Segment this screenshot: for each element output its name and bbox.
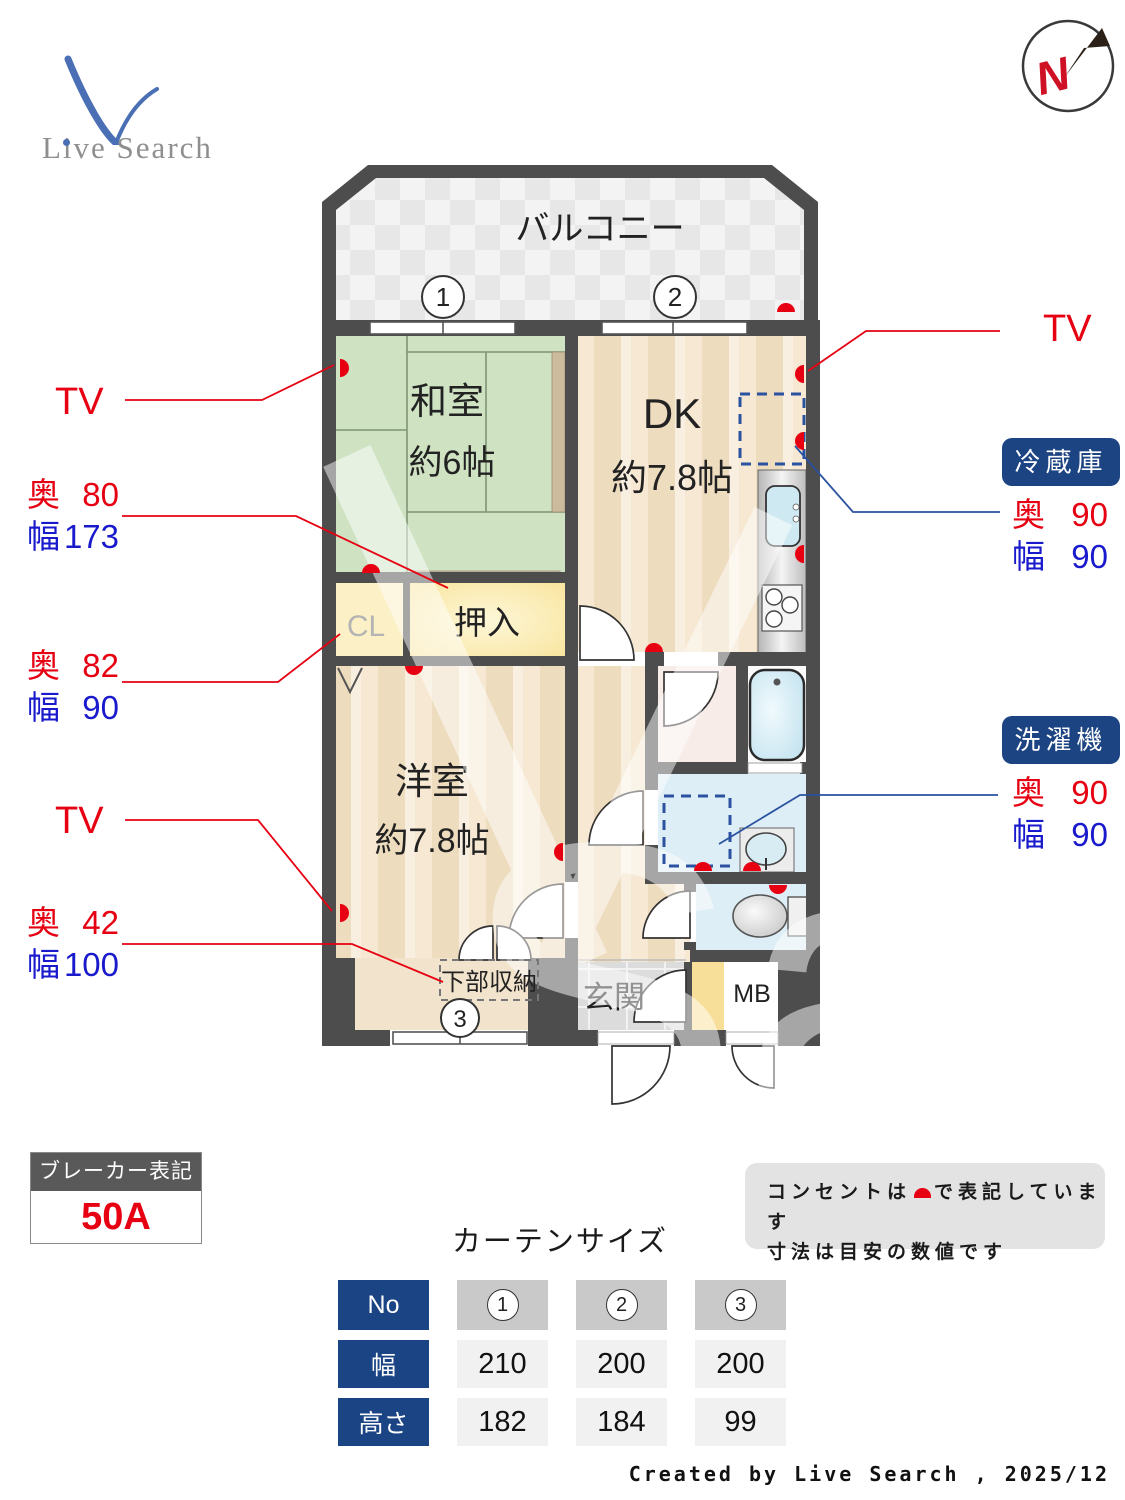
kitchen-counter [757, 469, 807, 661]
curtain-markers: 1 2 3 [421, 275, 697, 1038]
washitsu-label: 和室 [410, 381, 484, 422]
thresholds [578, 762, 803, 1045]
haba-value: 90 [1071, 816, 1108, 853]
svg-text:a: a [740, 756, 976, 1225]
haba-value: 100 [63, 946, 119, 983]
oshiire-label: 押入 [454, 604, 520, 641]
outlet-note-box: コンセントはで表記しています 寸法は目安の数値です [745, 1163, 1105, 1263]
oku-label: 奥 [27, 904, 60, 941]
breaker-title: ブレーカー表記 [31, 1153, 201, 1191]
oku-label: 奥 [1012, 774, 1045, 811]
marker-2: 2 [668, 282, 682, 312]
curtain-height-1: 182 [457, 1398, 548, 1446]
tv-annotation-washitsu: TV [55, 381, 104, 423]
haba-label: 幅 [27, 946, 60, 983]
balcony-label: バルコニー [515, 210, 684, 248]
svg-text:e: e [0, 696, 219, 1165]
haba-label: 幅 [1012, 538, 1045, 575]
oku-label: 奥 [27, 476, 60, 513]
live-search-logo-text: Live Search [42, 130, 213, 165]
haba-value: 90 [1071, 538, 1108, 575]
outlet-markers [340, 303, 804, 922]
curtain-height-3: 99 [695, 1398, 786, 1446]
haba-label: 幅 [27, 518, 60, 555]
yoshitsu-size-label: 約7.8帖 [374, 822, 489, 860]
note-line-1: コンセントはで表記しています [767, 1182, 1102, 1233]
callout-lines [122, 330, 1000, 983]
curtain-col-3: 3 [695, 1280, 786, 1330]
cl-open-mark [337, 667, 363, 695]
oku-label: 奥 [27, 647, 60, 684]
mb-label: MB [733, 980, 771, 1008]
lower-storage-label: 下部収納 [441, 969, 537, 996]
oku-value: 42 [82, 904, 119, 941]
genkan-label: 玄関 [583, 980, 645, 1015]
curtain-width-2: 200 [576, 1340, 667, 1388]
marker-3: 3 [453, 1006, 466, 1033]
washer-dimensions: 奥 90 幅 90 [1012, 772, 1108, 856]
credit-line: Created by Live Search , 2025/12 [628, 1462, 1110, 1486]
washer-badge: 洗濯機 [1002, 716, 1120, 764]
dimension-cl: 奥 82 幅 90 [27, 645, 119, 729]
oku-value: 80 [82, 476, 119, 513]
haba-label: 幅 [1012, 816, 1045, 853]
bathtub [748, 668, 806, 762]
logo-i-dot [63, 139, 70, 146]
circled-number-3: 3 [724, 1289, 757, 1321]
curtain-height-2: 184 [576, 1398, 667, 1446]
curtain-size-table: No 1 2 3 幅 210 200 200 高さ 182 184 99 [338, 1280, 786, 1446]
yoshitsu-label: 洋室 [395, 761, 469, 802]
curtain-header-height: 高さ [338, 1398, 429, 1446]
circled-number-1: 1 [486, 1289, 519, 1321]
watermark: e S a [0, 444, 976, 1225]
curtain-col-2: 2 [576, 1280, 667, 1330]
curtain-header-no: No [338, 1280, 429, 1330]
haba-label: 幅 [27, 689, 60, 726]
note-line-2: 寸法は目安の数値です [767, 1242, 1008, 1263]
curtain-width-3: 200 [695, 1340, 786, 1388]
washitsu-fusuma-side [551, 351, 566, 513]
fridge-badge: 冷蔵庫 [1002, 438, 1120, 486]
cl-label: CL [347, 610, 385, 643]
breaker-value: 50A [81, 1196, 151, 1238]
oku-value: 90 [1071, 496, 1108, 533]
circled-number-2: 2 [605, 1289, 638, 1321]
svg-text:S: S [460, 756, 740, 1225]
oku-label: 奥 [1012, 496, 1045, 533]
tv-annotation-dk: TV [1043, 308, 1092, 350]
tv-annotation-yoshitsu: TV [55, 800, 104, 842]
curtain-col-1: 1 [457, 1280, 548, 1330]
haba-value: 173 [63, 518, 119, 555]
dk-size-label: 約7.8帖 [611, 457, 733, 498]
room-labels: バルコニー 和室 約6帖 DK 約7.8帖 洋室 約7.8帖 押入 CL 玄関 … [347, 210, 771, 1015]
mb-box [726, 958, 778, 1030]
lower-storage: 下部収納 [439, 959, 539, 1001]
haba-value: 90 [82, 689, 119, 726]
fridge-dimensions: 奥 90 幅 90 [1012, 494, 1108, 578]
dk-label: DK [643, 390, 701, 437]
oku-value: 82 [82, 647, 119, 684]
live-search-logo-checkmark [64, 55, 159, 145]
outlet-dome-icon [914, 1188, 932, 1198]
shoe-cabinet [692, 958, 724, 1030]
curtain-size-title: カーテンサイズ [451, 1226, 669, 1258]
marker-1: 1 [436, 282, 450, 312]
oku-value: 90 [1071, 774, 1108, 811]
washitsu-size-label: 約6帖 [409, 444, 496, 482]
curtain-header-width: 幅 [338, 1340, 429, 1388]
curtain-width-1: 210 [457, 1340, 548, 1388]
breaker-box: ブレーカー表記 50A [30, 1152, 202, 1244]
compass-icon: N [1021, 19, 1115, 113]
